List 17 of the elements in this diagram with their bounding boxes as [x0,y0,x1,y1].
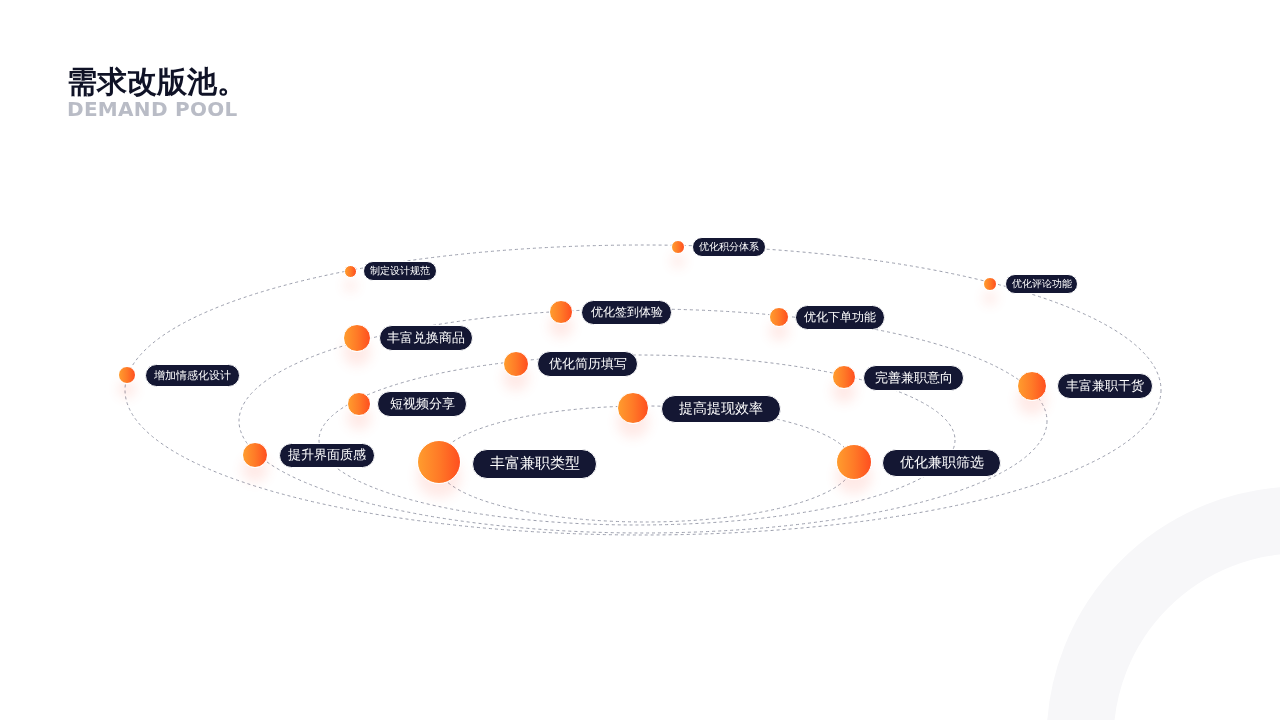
requirement-tag: 丰富兑换商品 [379,325,473,351]
requirement-tag: 提高提现效率 [661,395,781,423]
requirement-tag: 优化签到体验 [581,300,672,325]
requirement-tag: 丰富兼职类型 [472,448,597,479]
requirement-tag: 提升界面质感 [279,443,375,468]
requirement-tag: 优化简历填写 [537,350,638,377]
requirement-tag: 优化兼职筛选 [882,449,1001,477]
requirement-tag: 优化下单功能 [795,305,885,330]
requirement-tag: 制定设计规范 [363,261,437,281]
requirement-tag: 优化积分体系 [692,237,766,257]
requirement-tag: 短视频分享 [377,391,467,417]
page-title: 需求改版池。 [67,66,247,98]
requirement-tag: 完善兼职意向 [863,365,964,391]
requirement-tag: 增加情感化设计 [145,364,240,387]
subtitle: DEMAND POOL [67,99,238,119]
requirement-tag: 优化评论功能 [1005,274,1078,294]
requirement-tag: 丰富兼职干货 [1057,373,1153,399]
